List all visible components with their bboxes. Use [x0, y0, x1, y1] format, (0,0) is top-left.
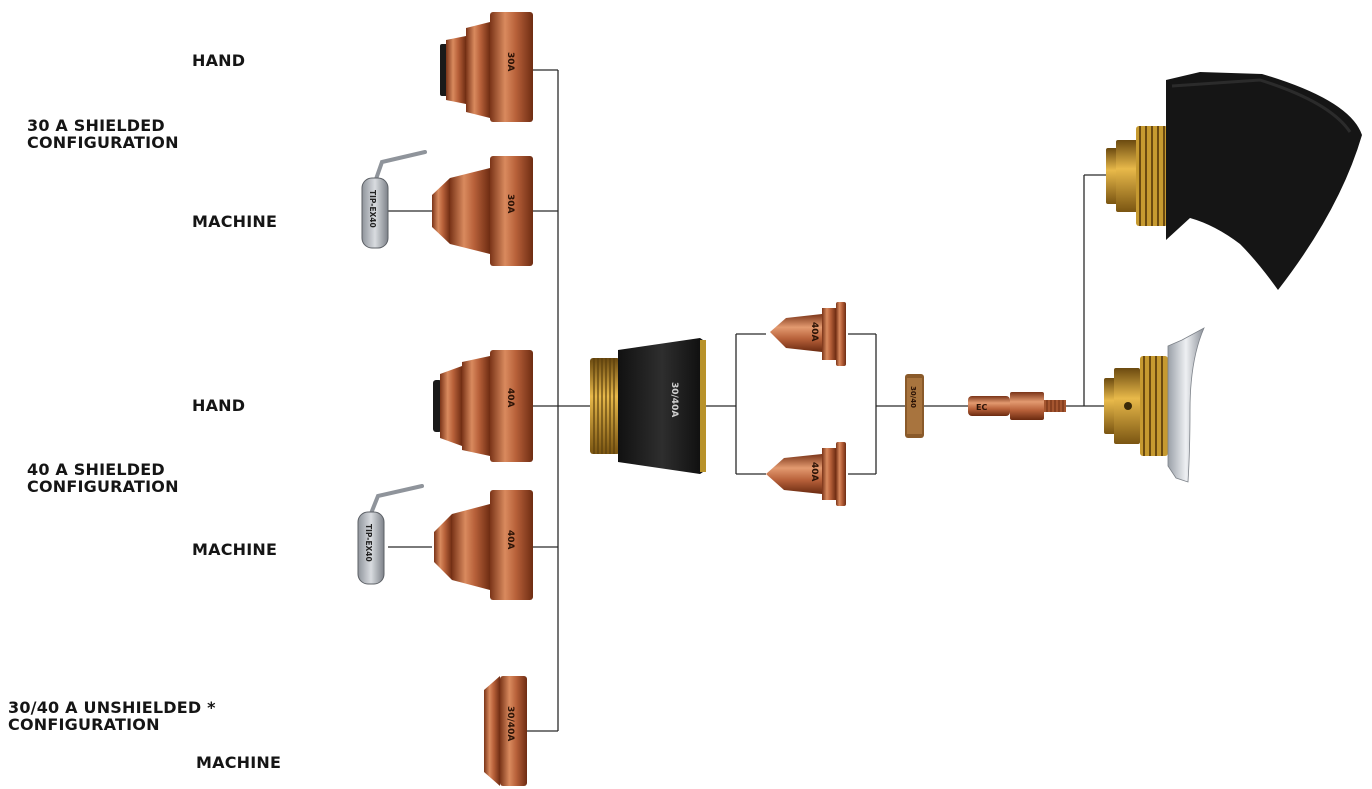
nozzle-marking: 40A — [809, 462, 819, 482]
machine-torch-head — [1104, 328, 1204, 482]
shield-cap-30a-hand: 30A — [440, 12, 533, 122]
part-marking: 40A — [505, 530, 515, 550]
nozzle-top: 40A — [770, 302, 846, 366]
part-marking: 30A — [505, 194, 515, 214]
shield-cap-40a-machine: 40A — [434, 490, 533, 600]
shield-cap-40a-hand: 40A — [433, 350, 533, 462]
part-marking: 30/40A — [505, 706, 515, 741]
retaining-cap: 30/40A — [590, 338, 706, 474]
part-marking: 40A — [505, 388, 515, 408]
swirl-ring-marking: 30/40 — [909, 386, 917, 408]
nozzle-bottom: 40A — [766, 442, 846, 506]
part-marking: 30/40A — [669, 382, 679, 417]
nozzle-marking: 40A — [809, 322, 819, 342]
electrode-marking: EC — [976, 403, 987, 412]
electrode: EC — [968, 392, 1066, 420]
swirl-ring: 30/40 — [905, 374, 924, 438]
ohmic-sensing-tool-30a: TIP-EX40 — [362, 152, 425, 248]
tool-marking: TIP-EX40 — [368, 190, 377, 228]
ohmic-sensing-tool-40a: TIP-EX40 — [358, 486, 422, 584]
part-marking: 30A — [505, 52, 515, 72]
tool-marking: TIP-EX40 — [364, 524, 373, 562]
hand-torch-head — [1106, 72, 1362, 290]
shield-cap-30a-machine: 30A — [432, 156, 533, 266]
deflector-30-40a-unshielded: 30/40A — [484, 676, 527, 786]
